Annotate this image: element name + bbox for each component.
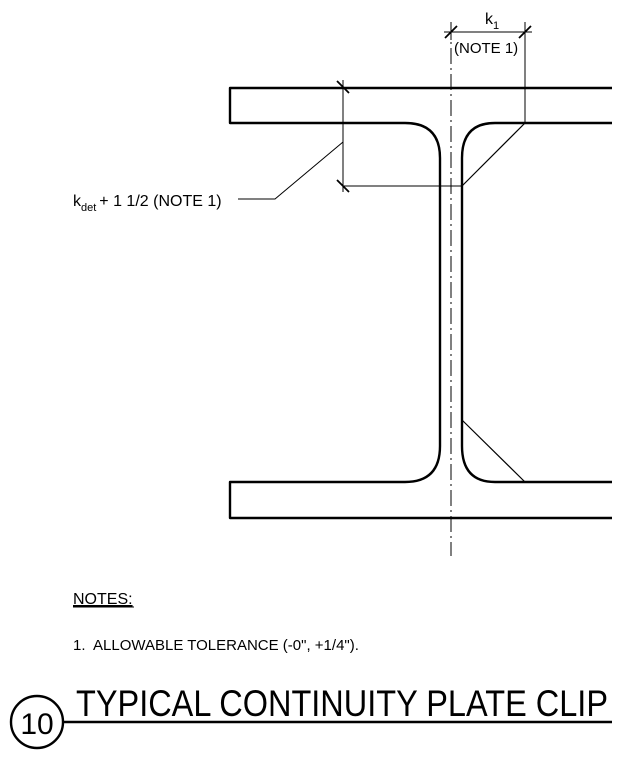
detail-title: TYPICAL CONTINUITY PLATE CLIP (76, 683, 608, 724)
k1-label-sub: 1 (493, 20, 499, 32)
k1-label-main: k (485, 11, 494, 28)
k1-tick-right (518, 25, 532, 39)
kdet-tick-bottom (336, 179, 350, 193)
kdet-label-main: k (73, 193, 82, 210)
notes-heading: NOTES: (73, 591, 133, 608)
kdet-label: kdet+ 1 1/2 (NOTE 1) (73, 193, 222, 214)
i-beam-section (228, 86, 612, 520)
clip-lines (461, 122, 526, 483)
detail-number: 10 (20, 708, 53, 741)
top-clip-line (461, 122, 526, 187)
k1-dimension (444, 22, 532, 123)
kdet-label-sub: det (81, 202, 96, 214)
kdet-dimension (238, 80, 462, 200)
kdet-leader (238, 141, 344, 200)
kdet-tick-top (336, 80, 350, 94)
beam-right-outline (460, 121, 612, 484)
k1-tick-left (444, 25, 458, 39)
k1-note-label: (NOTE 1) (454, 40, 518, 57)
beam-left-outline (228, 86, 612, 520)
kdet-label-rest: + 1 1/2 (NOTE 1) (99, 193, 221, 210)
note-item: 1. ALLOWABLE TOLERANCE (-0", +1/4"). (73, 637, 359, 654)
bottom-clip-line (461, 419, 526, 483)
k1-label: k1 (485, 11, 499, 32)
